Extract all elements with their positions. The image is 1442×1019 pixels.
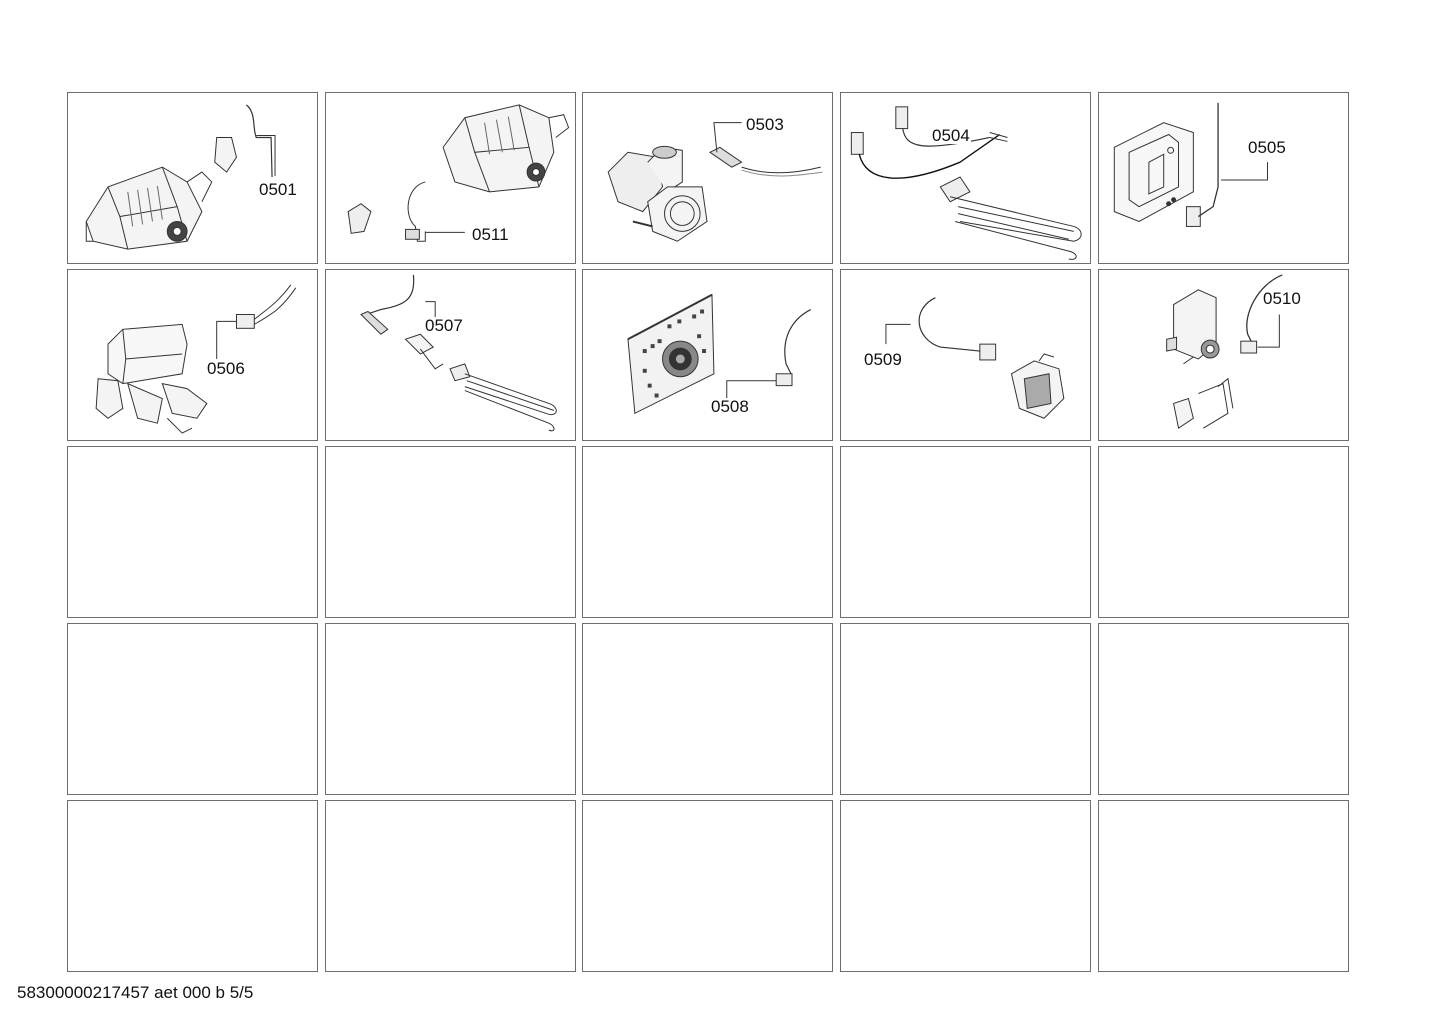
empty-cell bbox=[325, 800, 576, 972]
empty-cell bbox=[582, 623, 833, 795]
diagram-cell-0501: 0501 bbox=[67, 92, 318, 264]
empty-cell bbox=[325, 623, 576, 795]
diagram-cell-0506: 0506 bbox=[67, 269, 318, 441]
empty-cell bbox=[582, 800, 833, 972]
empty-cell bbox=[582, 446, 833, 618]
diagram-cell-0511: 0511 bbox=[325, 92, 576, 264]
diagram-cell-0504: 0504 bbox=[840, 92, 1091, 264]
empty-cell bbox=[67, 800, 318, 972]
empty-cell bbox=[1098, 800, 1349, 972]
part-label-0509: 0509 bbox=[863, 350, 903, 369]
empty-cell bbox=[325, 446, 576, 618]
motor-drawing bbox=[85, 104, 276, 250]
pump-drawing bbox=[607, 122, 823, 242]
heater-drawing bbox=[360, 274, 557, 432]
diagram-cell-0505: 0505 bbox=[1098, 92, 1349, 264]
empty-cell bbox=[840, 446, 1091, 618]
document-reference: 58300000217457 aet 000 b 5/5 bbox=[17, 983, 254, 1002]
diagram-cell-0503: 0503 bbox=[582, 92, 833, 264]
part-label-0503: 0503 bbox=[745, 115, 785, 134]
empty-cell bbox=[1098, 446, 1349, 618]
part-label-0505: 0505 bbox=[1247, 138, 1287, 157]
part-label-0511: 0511 bbox=[471, 225, 510, 244]
solenoid-valve-drawing bbox=[1166, 274, 1283, 429]
circuit-board-drawing bbox=[627, 293, 812, 415]
diagram-cell-0509: 0509 bbox=[840, 269, 1091, 441]
motor-drawing bbox=[347, 104, 570, 242]
pressure-switch-drawing bbox=[885, 297, 1065, 419]
part-label-0507: 0507 bbox=[424, 316, 464, 335]
diagram-cell-0510: 0510 bbox=[1098, 269, 1349, 441]
diagram-cell-0507: 0507 bbox=[325, 269, 576, 441]
diagram-cell-0508: 0508 bbox=[582, 269, 833, 441]
part-label-0506: 0506 bbox=[206, 359, 246, 378]
empty-cell bbox=[840, 800, 1091, 972]
empty-cell bbox=[1098, 623, 1349, 795]
part-label-0504: 0504 bbox=[931, 126, 971, 145]
part-label-0508: 0508 bbox=[710, 397, 750, 416]
empty-cell bbox=[840, 623, 1091, 795]
valve-drawing bbox=[95, 284, 297, 434]
control-module-drawing bbox=[1113, 102, 1268, 227]
heater-drawing bbox=[850, 106, 1082, 260]
part-label-0510: 0510 bbox=[1262, 289, 1302, 308]
part-label-0501: 0501 bbox=[258, 180, 298, 199]
empty-cell bbox=[67, 446, 318, 618]
empty-cell bbox=[67, 623, 318, 795]
